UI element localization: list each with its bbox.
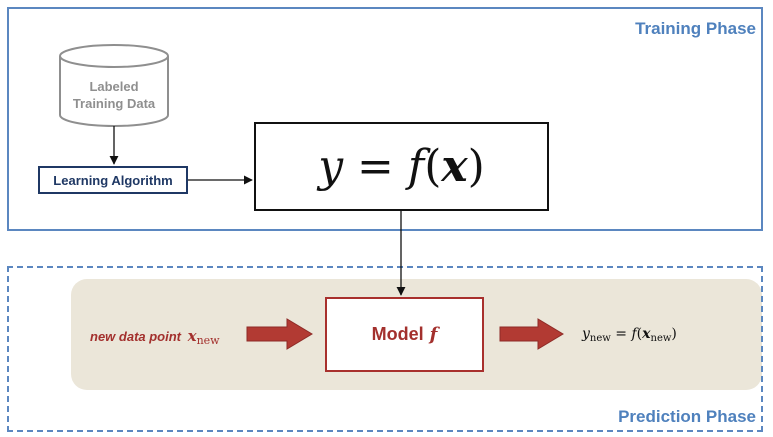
- input-arrow-icon: [246, 318, 313, 350]
- output-open: (: [636, 326, 643, 342]
- formula-box: y = f(x): [254, 122, 549, 211]
- database-label-line2: Training Data: [72, 96, 156, 111]
- model-symbol: f: [429, 324, 438, 345]
- output-y: y: [582, 326, 590, 342]
- training-phase-label: Training Phase: [635, 19, 756, 38]
- new-data-point-symbol: x: [187, 327, 197, 345]
- output-x: x: [642, 326, 651, 342]
- output-close: ): [671, 326, 677, 342]
- model-label: Model: [371, 324, 424, 344]
- output-equals: =: [610, 326, 632, 342]
- output-f: f: [631, 326, 637, 342]
- database-label: Labeled Training Data: [60, 78, 168, 112]
- formula-open: (: [424, 141, 442, 192]
- formula-x: x: [441, 141, 468, 192]
- prediction-phase-label: Prediction Phase: [618, 407, 756, 426]
- training-phase-frame: [7, 7, 763, 231]
- formula-close: ): [467, 141, 485, 192]
- prediction-output: ynew = f(xnew): [582, 326, 677, 344]
- new-data-point-text: new data point: [90, 329, 181, 344]
- prediction-phase-frame: [7, 266, 763, 432]
- new-data-point-subscript: new: [196, 334, 220, 347]
- output-x-sub: new: [650, 333, 672, 344]
- database-label-line1: Labeled: [89, 79, 139, 94]
- formula-equals: =: [343, 141, 408, 192]
- formula-f: f: [407, 141, 425, 192]
- output-arrow-icon: [499, 318, 564, 350]
- new-data-point-label: new data point xnew: [90, 327, 220, 347]
- output-y-sub: new: [589, 333, 611, 344]
- learning-algorithm-box: Learning Algorithm: [38, 166, 188, 194]
- formula-y: y: [318, 141, 344, 192]
